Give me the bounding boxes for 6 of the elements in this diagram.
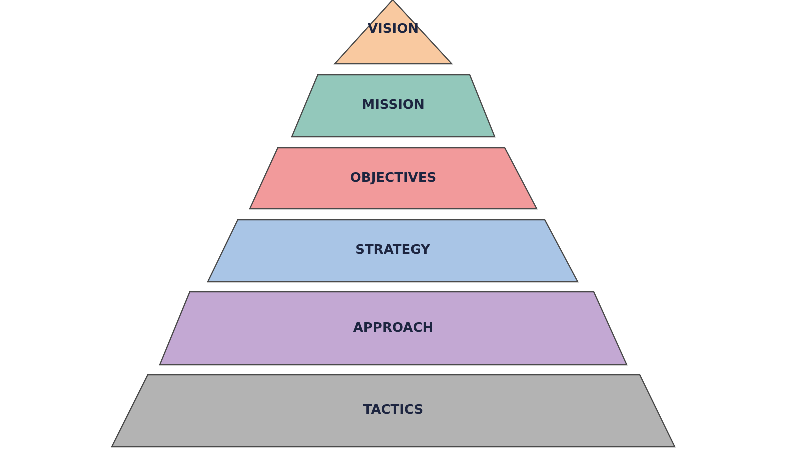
tier-label: VISION	[366, 22, 420, 37]
tier-label: APPROACH	[352, 321, 435, 336]
tier-label: OBJECTIVES	[349, 171, 438, 186]
tier-label: MISSION	[361, 98, 426, 113]
tier-label: STRATEGY	[354, 243, 432, 258]
tier-label: TACTICS	[362, 403, 425, 418]
